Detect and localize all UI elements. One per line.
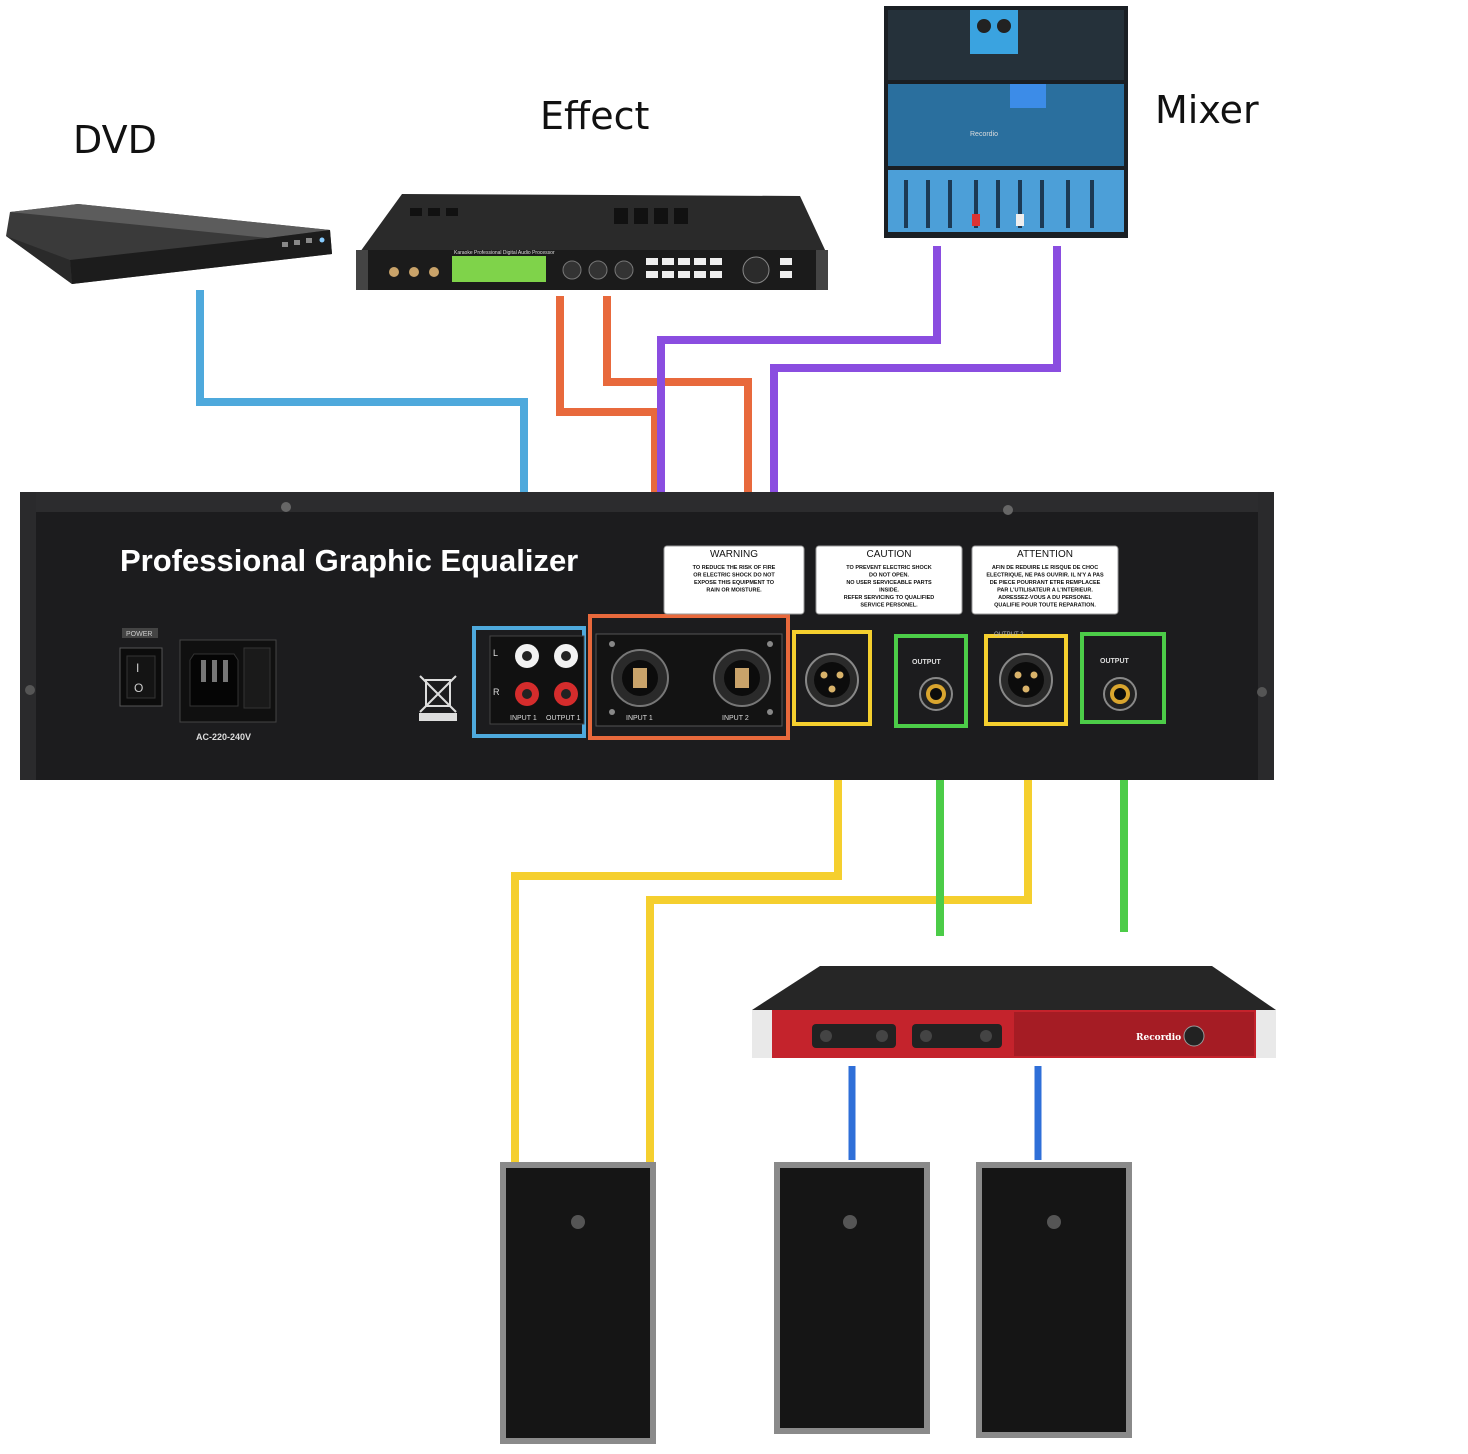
rca-input-label: INPUT 1 — [510, 715, 537, 722]
rca-l-label: L — [493, 648, 498, 658]
caution-title: CAUTION — [867, 549, 912, 560]
dvd-label: DVD — [73, 118, 157, 162]
mixer-label: Mixer — [1155, 88, 1259, 132]
rca-r-label: R — [493, 687, 500, 697]
jack-out-2-highlight — [1080, 632, 1166, 724]
warning-title: WARNING — [710, 549, 758, 560]
warning-line: EXPOSE THIS EQUIPMENT TO — [694, 580, 775, 586]
xlr-out-2-highlight — [984, 634, 1068, 726]
attention-line: QUALIFIE POUR TOUTE REPARATION. — [994, 603, 1096, 609]
power-amplifier: Recordio — [752, 966, 1276, 1058]
caution-line: SERVICE PERSONEL. — [860, 603, 918, 609]
speaker-1 — [500, 1162, 656, 1444]
warning-label: WARNING TO REDUCE THE RISK OF FIRE OR ELE… — [663, 545, 805, 615]
mixer-device: Recordio — [884, 6, 1128, 238]
attention-line: DE PIECE POURRANT ETRE REMPLACEE — [990, 580, 1101, 586]
caution-text: TO PREVENT ELECTRIC SHOCK DO NOT OPEN.NO … — [844, 565, 935, 609]
combo-input-highlight — [588, 614, 790, 740]
warning-line: RAIN OR MOISTURE. — [706, 588, 762, 594]
mixer-cable-1 — [657, 246, 941, 620]
xlr-out-1-highlight — [792, 630, 872, 726]
power-label: POWER — [126, 631, 152, 638]
amplifier-brand: Recordio — [1136, 1033, 1181, 1043]
attention-title: ATTENTION — [1017, 549, 1073, 560]
combo-input-2-label: INPUT 2 — [722, 715, 749, 722]
effect-processor: Karaoke Professional Digital Audio Proce… — [356, 194, 828, 290]
combo-input-1-label: INPUT 1 — [626, 715, 653, 722]
caution-line: DO NOT OPEN. — [869, 573, 910, 579]
warning-line: TO REDUCE THE RISK OF FIRE — [693, 565, 776, 571]
caution-line: NO USER SERVICEABLE PARTS — [846, 580, 932, 586]
caution-label: CAUTION TO PREVENT ELECTRIC SHOCK DO NOT … — [815, 545, 963, 615]
caution-line: REFER SERVICING TO QUALIFIED — [844, 595, 935, 601]
warning-text: TO REDUCE THE RISK OF FIRE OR ELECTRIC SH… — [693, 565, 776, 594]
attention-text: AFIN DE REDUIRE LE RISQUE DE CHOC ELECTRI… — [986, 565, 1104, 609]
effect-screen-header: Karaoke Professional Digital Audio Proce… — [454, 250, 555, 256]
xlr-out-2-header: OUTPUT 2 — [994, 632, 1024, 638]
speaker-3 — [976, 1162, 1132, 1438]
attention-line: ADRESSEZ-VOUS A DU PERSONEL — [998, 595, 1092, 601]
caution-line: TO PREVENT ELECTRIC SHOCK — [846, 565, 931, 571]
attention-line: ELECTRIQUE, NE PAS OUVRIR. IL N'Y A PAS — [986, 573, 1104, 579]
caution-line: INSIDE. — [879, 588, 899, 594]
xlr-out-2-cable — [646, 726, 1032, 1164]
jack-out-1-highlight — [894, 634, 968, 728]
attention-line: PAR L'UTILISATEUR A L'INTERIEUR. — [997, 588, 1093, 594]
jack-out-1-label: OUTPUT — [912, 659, 942, 666]
equalizer-title: Professional Graphic Equalizer — [120, 543, 578, 578]
svg-text:I: I — [136, 661, 139, 675]
dvd-player — [6, 204, 332, 284]
effect-label: Effect — [540, 94, 650, 138]
svg-text:O: O — [134, 681, 143, 695]
weee-bin-icon — [419, 675, 457, 721]
rca-output-label: OUTPUT 1 — [546, 715, 581, 722]
mixer-brand: Recordio — [970, 131, 998, 138]
attention-line: AFIN DE REDUIRE LE RISQUE DE CHOC — [992, 565, 1098, 571]
jack-out-2-label: OUTPUT — [1100, 658, 1130, 665]
graphic-equalizer: POWER I O AC-220-240V L R INPUT 1 OUTPUT… — [20, 492, 1274, 780]
warning-line: OR ELECTRIC SHOCK DO NOT — [693, 573, 775, 579]
xlr-out-1-cable — [511, 726, 842, 1164]
voltage-label: AC-220-240V — [196, 732, 251, 742]
attention-label: ATTENTION AFIN DE REDUIRE LE RISQUE DE C… — [971, 545, 1119, 615]
speaker-2 — [774, 1162, 930, 1434]
